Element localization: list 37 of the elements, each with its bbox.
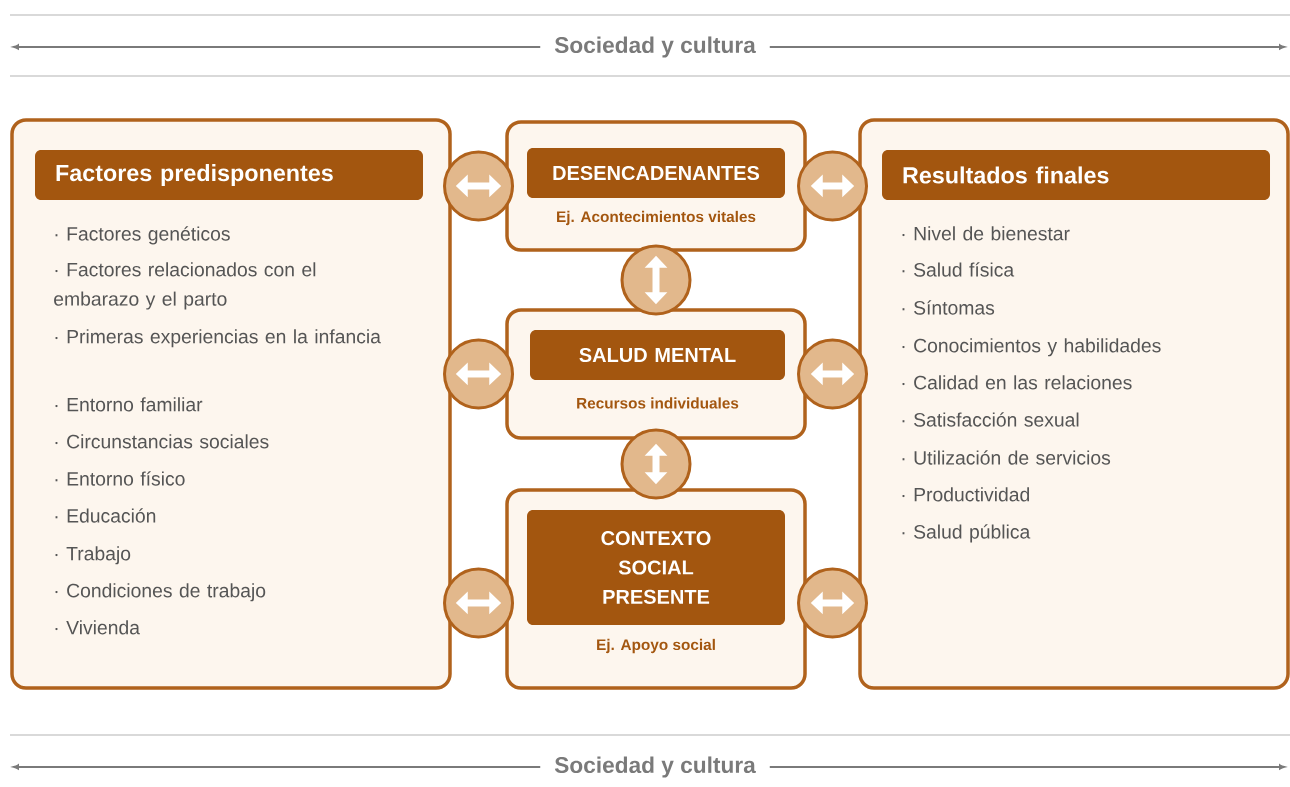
list-item: · Síntomas [902,300,995,315]
title-band: CONTEXTO SOCIAL PRESENTE [527,510,785,625]
list-item: · Educación [55,508,156,523]
connector-arrow [620,428,692,500]
list-item: · Salud pública [902,524,1031,543]
list-item: · Factores genéticos [55,226,230,245]
list-item: · Primeras experiencias en la infancia [55,329,381,348]
connector-arrow [443,338,514,410]
title-band: DESENCADENANTES [527,148,785,198]
connector-arrow [443,567,514,639]
connector-arrow [797,567,868,639]
list-item: · Trabajo [55,546,131,565]
list-item: · Entorno familiar [55,397,203,412]
heading-band: Factores predisponentes [35,150,423,200]
connector-arrow [797,338,868,410]
list-item: · Utilización de servicios [902,450,1111,465]
list-item: · Condiciones de trabajo [55,583,266,602]
title-band: SALUD MENTAL [530,330,785,380]
heading-band: Resultados finales [882,150,1270,200]
subtitle: Ej. Apoyo social [597,638,715,654]
list-item: · Circunstancias sociales [55,434,269,449]
subtitle: Recursos individuales [577,397,739,409]
list-item: · Factores relacionados con el embarazo y el parto [54,262,316,310]
list-item: · Productividad [902,487,1030,502]
list-item: · Satisfacción sexual [902,412,1079,427]
label-text: Sociedad y cultura [540,32,770,62]
connector-arrow [620,244,692,316]
list-item: · Calidad en las relaciones [902,375,1132,390]
subtitle: Ej. Acontecimientos vitales [557,210,756,226]
label-text: Sociedad y cultura [540,752,770,782]
list-item: · Conocimientos y habilidades [902,338,1161,357]
list-item: · Vivienda [55,620,140,635]
list-item: · Nivel de bienestar [902,226,1070,241]
list-item: · Salud física [902,262,1015,277]
list-item: · Entorno físico [55,471,185,486]
connector-arrow [797,150,868,222]
connector-arrow [443,150,514,222]
